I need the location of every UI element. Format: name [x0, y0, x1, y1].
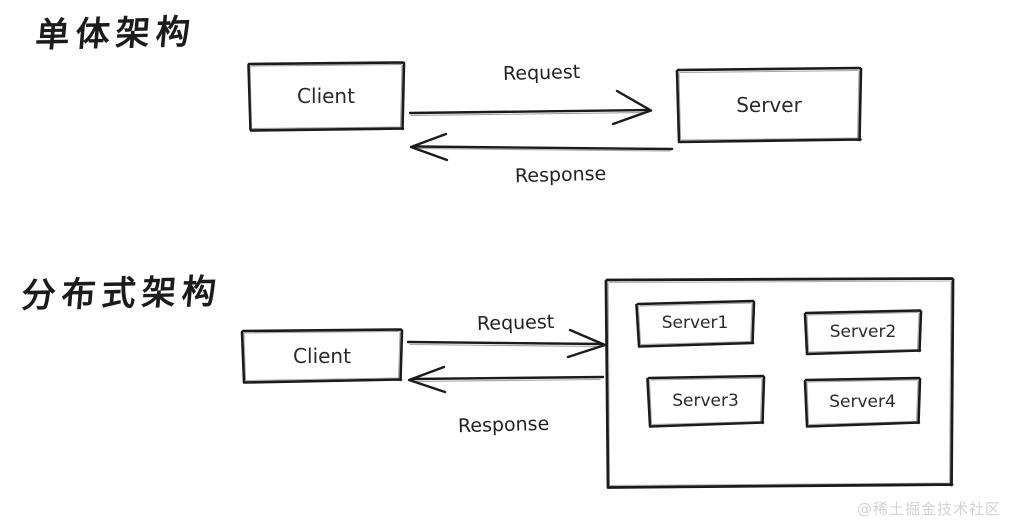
- node-client-distributed[interactable]: Client: [240, 328, 404, 384]
- section-title-distributed: 分布式架构: [19, 271, 224, 317]
- arrow-request-monolithic: [408, 89, 653, 126]
- arrow-response-monolithic: [409, 132, 674, 162]
- edge-label-request-monolithic: Request: [502, 60, 581, 86]
- hand-drawn-rect: [803, 376, 922, 428]
- hand-drawn-rect: [247, 61, 406, 132]
- watermark: @稀土掘金技术社区: [856, 500, 1001, 518]
- server-cluster-container[interactable]: [604, 277, 955, 489]
- hand-drawn-rect: [646, 374, 766, 428]
- arrow-response-distributed: [407, 365, 605, 394]
- hand-drawn-rect: [635, 299, 756, 348]
- node-client-monolithic[interactable]: Client: [246, 60, 406, 132]
- hand-drawn-rect: [240, 328, 404, 384]
- hand-drawn-rect: [675, 66, 863, 144]
- node-server-monolithic[interactable]: Server: [675, 66, 863, 144]
- hand-drawn-rect: [604, 277, 955, 489]
- edge-label-response-monolithic: Response: [514, 162, 607, 188]
- node-server2[interactable]: Server2: [803, 308, 923, 356]
- edge-label-response-distributed: Response: [457, 412, 550, 438]
- hand-drawn-rect: [803, 309, 923, 356]
- node-server1[interactable]: Server1: [634, 298, 756, 348]
- section-title-monolithic: 单体架构: [33, 12, 198, 56]
- node-server4[interactable]: Server4: [803, 376, 922, 428]
- node-server3[interactable]: Server3: [645, 374, 766, 428]
- edge-label-request-distributed: Request: [476, 310, 555, 336]
